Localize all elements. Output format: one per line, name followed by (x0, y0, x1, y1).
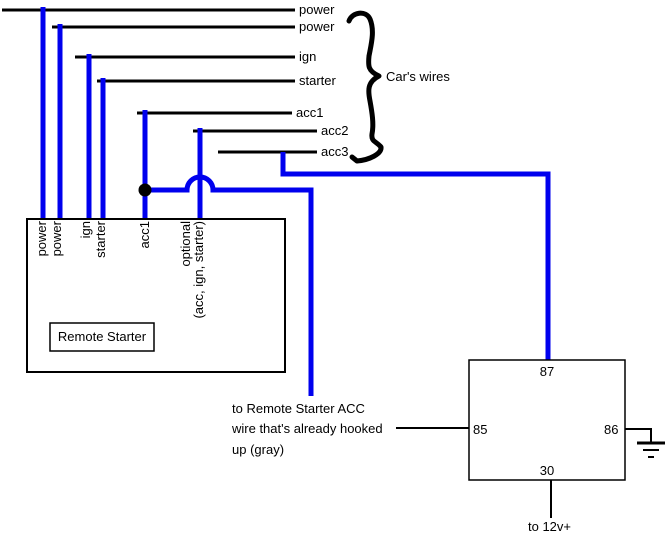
remote-starter-label-box (49, 322, 155, 352)
relay-pin-85: 85 (473, 422, 488, 437)
car-wires-brace-label: Car's wires (386, 69, 450, 84)
terminal-label-power-1: power (34, 221, 49, 257)
acc-note-line-2: wire that's already hooked (232, 421, 383, 436)
wire-relay-86-to-ground (625, 428, 652, 443)
terminal-label-starter: starter (93, 221, 108, 258)
ground-icon (637, 441, 665, 458)
remote-starter-box (26, 218, 286, 373)
car-wire-label-acc2: acc2 (321, 123, 349, 138)
remote-starter-title: Remote Starter (57, 329, 147, 344)
relay-box (468, 359, 626, 481)
terminal-label-acc1: acc1 (137, 221, 152, 249)
car-wire-label-acc1: acc1 (296, 105, 324, 120)
supply-note: to 12v+ (528, 519, 572, 534)
hookup-wire-acc1-branch-with-jump (148, 174, 314, 396)
car-wire-label-ign: ign (299, 49, 317, 64)
car-wire-label-power-2: power (299, 19, 335, 34)
car-wire-label-starter: starter (299, 73, 336, 88)
car-wire-label-power-1: power (299, 2, 335, 17)
car-wire-label-acc3: acc3 (321, 144, 349, 159)
relay-pin-86: 86 (604, 422, 619, 437)
terminal-label-power-2: power (49, 221, 64, 257)
acc-note-line-1: to Remote Starter ACC (232, 401, 365, 416)
relay-pin-30: 30 (539, 463, 555, 478)
junction-dot (138, 183, 152, 197)
relay-pin-87: 87 (539, 364, 555, 379)
terminal-label-ign: ign (78, 221, 93, 239)
acc-note-line-3: up (gray) (232, 442, 285, 457)
hookup-wire-acc3-to-relay-87 (280, 152, 551, 360)
terminal-label-optional-detail: (acc, ign, starter) (191, 221, 206, 319)
car-wires-brace (346, 10, 384, 164)
